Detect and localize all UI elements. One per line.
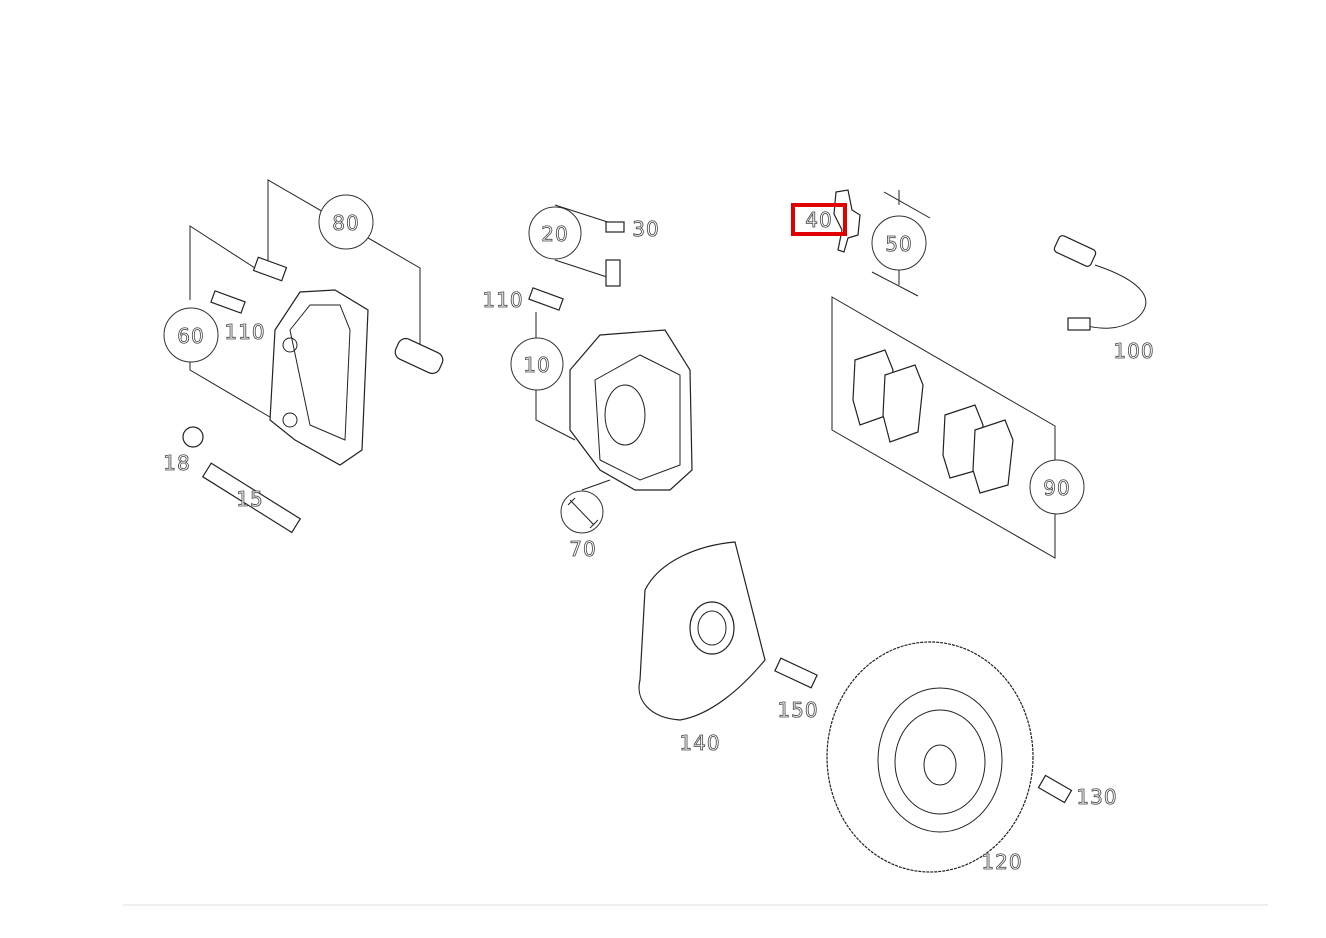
label-18[interactable]: 18 — [163, 451, 190, 476]
wrench-glyph — [567, 497, 599, 529]
label-30[interactable]: 30 — [632, 217, 659, 242]
label-90[interactable]: 90 — [1043, 476, 1070, 501]
splash-shield — [638, 541, 766, 721]
label-10[interactable]: 10 — [523, 353, 550, 378]
label-110-left[interactable]: 110 — [224, 320, 265, 345]
label-20[interactable]: 20 — [541, 222, 568, 247]
label-150[interactable]: 150 — [777, 698, 818, 723]
label-100[interactable]: 100 — [1113, 339, 1154, 364]
callout-circles — [163, 194, 1085, 515]
label-80[interactable]: 80 — [332, 211, 359, 236]
brake-caliper — [569, 329, 693, 491]
caliper-carrier — [269, 289, 369, 466]
label-140[interactable]: 140 — [679, 731, 720, 756]
bolts — [182, 221, 1073, 804]
part-labels: 80 60 110 18 15 20 30 110 10 70 40 50 10… — [163, 208, 1154, 875]
label-70[interactable]: 70 — [569, 537, 596, 562]
highlight-box-part-40[interactable] — [791, 203, 847, 236]
brake-pads — [852, 349, 1014, 494]
label-110-center[interactable]: 110 — [482, 288, 523, 313]
label-120[interactable]: 120 — [981, 850, 1022, 875]
label-50[interactable]: 50 — [885, 232, 912, 257]
label-60[interactable]: 60 — [177, 324, 204, 349]
label-40[interactable]: 40 — [805, 208, 832, 233]
label-15[interactable]: 15 — [236, 487, 263, 512]
brake-disc — [826, 641, 1034, 873]
wear-sensor — [1053, 235, 1147, 331]
label-130[interactable]: 130 — [1076, 785, 1117, 810]
